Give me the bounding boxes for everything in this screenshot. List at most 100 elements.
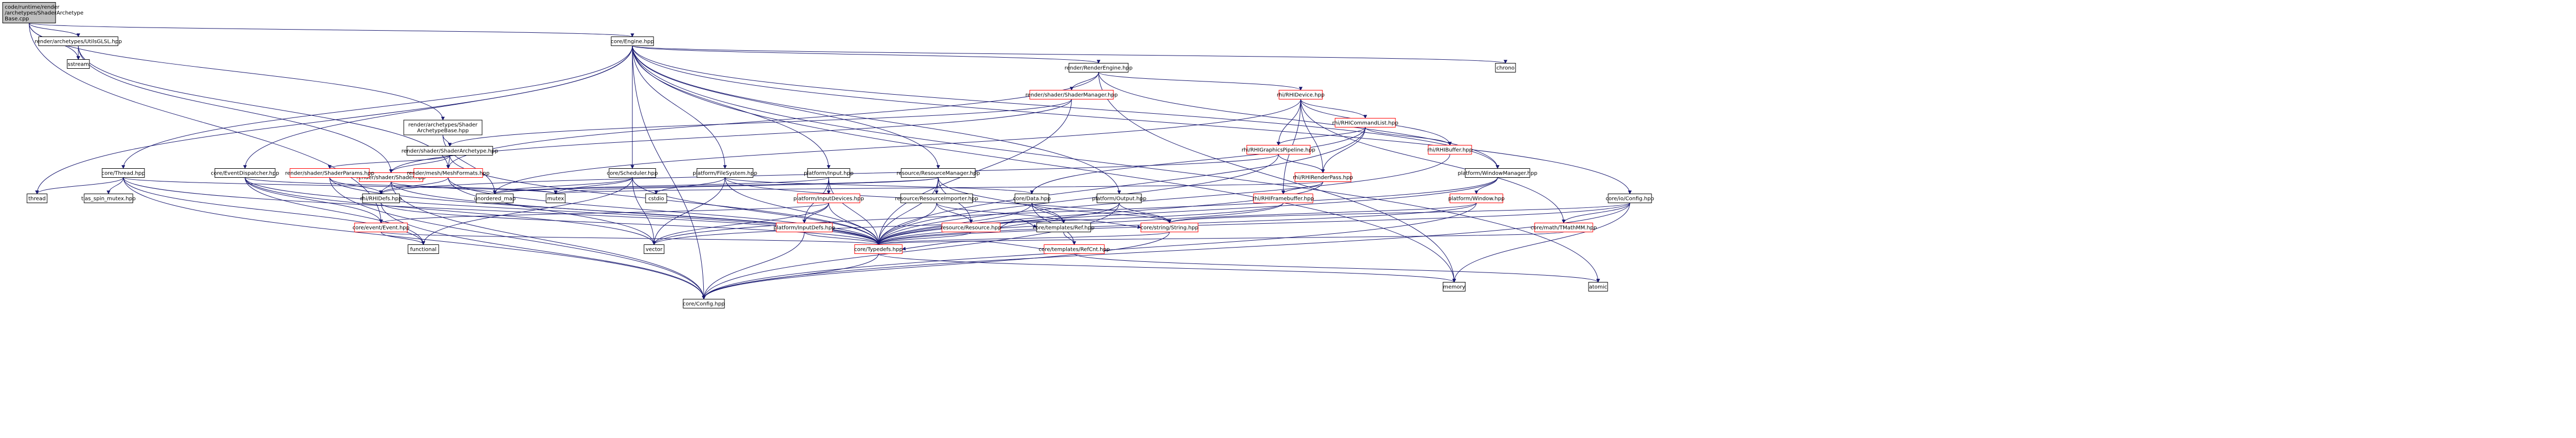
node-core-config-hpp[interactable]: core/Config.hpp <box>683 299 725 308</box>
node-shader-archetype-base-cpp[interactable]: code/runtime/render/archetypes/ShaderArc… <box>2 2 84 23</box>
edge-resmgr-to-unordered_map <box>493 177 939 195</box>
edge-shaderparams-to-rhidefs <box>329 177 383 195</box>
node-unordered-map-label: unordered_map <box>474 196 516 202</box>
node-output-hpp[interactable]: platform/Output.hpp <box>1092 194 1147 203</box>
node-chrono-box <box>1495 63 1516 72</box>
node-event-dispatcher-hpp[interactable]: core/EventDispatcher.hpp <box>211 168 279 178</box>
node-input-devices-hpp[interactable]: platform/InputDevices.hpp <box>793 194 864 203</box>
node-event-hpp[interactable]: core/event/Event.hpp <box>352 223 410 232</box>
node-config-hpp[interactable]: core/io/Config.hpp <box>1606 194 1654 203</box>
node-rhi-command-list-hpp[interactable]: rhi/RHICommandList.hpp <box>1332 118 1399 127</box>
node-memory[interactable]: memory <box>1443 282 1466 291</box>
edge-engine-to-memory <box>632 45 1456 283</box>
node-shader-archetype-base-hpp-label: ArchetypeBase.hpp <box>417 128 469 134</box>
node-scheduler-hpp[interactable]: core/Scheduler.hpp <box>607 168 658 178</box>
edge-scheduler-to-unordered_map <box>493 177 633 195</box>
node-utils-glsl-hpp[interactable]: render/archetypes/UtilsGLSL.hpp <box>35 36 122 46</box>
node-vector[interactable]: vector <box>643 244 665 254</box>
node-render-engine-hpp[interactable]: render/RenderEngine.hpp <box>1065 63 1132 72</box>
node-mesh-formats-hpp[interactable]: render/mesh/MeshFormats.hpp <box>407 168 489 178</box>
edge-resource-to-string <box>1000 219 1141 229</box>
node-memory-box <box>1443 282 1466 291</box>
node-resource-manager-hpp[interactable]: resource/ResourceManager.hpp <box>896 168 980 178</box>
node-rhi-render-pass-hpp[interactable]: rhi/RHIRenderPass.hpp <box>1293 172 1353 182</box>
node-rhi-graphics-pipeline-hpp[interactable]: rhi/RHIGraphicsPipeline.hpp <box>1241 145 1316 154</box>
node-data-hpp[interactable]: core/Data.hpp <box>1013 194 1051 203</box>
node-resource-manager-hpp-box <box>901 168 976 178</box>
node-thread-hpp-box <box>102 168 145 178</box>
node-file-system-hpp-box <box>696 168 754 178</box>
node-shader-hpp-label: render/shader/Shader.hpp <box>357 175 426 181</box>
edge-filesystem-to-data <box>724 177 1034 195</box>
edge-event-to-typedefs <box>380 232 880 245</box>
edge-engine-to-coreconfig <box>632 45 706 300</box>
edge-thread_hpp-to-coreconfig <box>123 177 706 300</box>
node-rhi-buffer-hpp[interactable]: rhi/RHIBuffer.hpp <box>1427 145 1473 154</box>
node-shader-archetype-base-hpp[interactable]: render/archetypes/ShaderArchetypeBase.hp… <box>403 120 483 135</box>
node-render-engine-hpp-box <box>1068 63 1129 72</box>
node-atomic[interactable]: atomic <box>1588 282 1608 291</box>
node-string-hpp[interactable]: core/string/String.hpp <box>1140 223 1199 232</box>
node-rhi-defs-hpp-box <box>362 194 400 203</box>
node-scheduler-hpp-label: core/Scheduler.hpp <box>607 171 658 177</box>
node-resource-hpp[interactable]: resource/Resource.hpp <box>941 223 1002 232</box>
node-shader-archetype-base-cpp-box <box>2 2 56 23</box>
node-ref-cnt-hpp-label: core/templates/RefCnt.hpp <box>1039 247 1110 253</box>
edge-thread_hpp-to-thread <box>35 177 124 195</box>
node-rhi-device-hpp[interactable]: rhi/RHIDevice.hpp <box>1277 90 1325 99</box>
edge-resimporter-to-resource <box>936 203 973 224</box>
node-event-hpp-label: core/event/Event.hpp <box>352 225 410 231</box>
edge-rhicmdlist-to-typedefs <box>876 127 1366 245</box>
node-input-defs-hpp[interactable]: platform/InputDefs.hpp <box>774 223 836 232</box>
node-functional[interactable]: functional <box>407 244 439 254</box>
node-resource-importer-hpp-box <box>900 194 973 203</box>
node-thread[interactable]: thread <box>26 194 48 203</box>
edge-shaderarchetype-to-shader <box>389 155 450 174</box>
node-input-devices-hpp-label: platform/InputDevices.hpp <box>793 196 864 202</box>
node-functional-label: functional <box>410 247 437 253</box>
node-resource-importer-hpp[interactable]: resource/ResourceImporter.hpp <box>895 194 978 203</box>
node-unordered-map-box <box>476 194 514 203</box>
edge-shader-to-coreconfig <box>391 181 706 300</box>
node-thread-hpp[interactable]: core/Thread.hpp <box>102 168 145 178</box>
node-cstdio[interactable]: cstdio <box>645 194 667 203</box>
node-rhi-defs-hpp[interactable]: rhi/RHIDefs.hpp <box>360 194 402 203</box>
node-render-engine-hpp-label: render/RenderEngine.hpp <box>1065 66 1132 71</box>
node-tmath-mm-hpp[interactable]: core/math/TMathMM.hpp <box>1530 223 1597 232</box>
node-data-hpp-box <box>1014 194 1049 203</box>
edge-shaderarchetype-to-shaderparams <box>328 155 450 169</box>
edge-winmgr-to-typedefs <box>876 177 1498 245</box>
node-typedefs-hpp-box <box>854 244 903 254</box>
edge-shadermanager-to-shaderarchetype <box>448 99 1072 147</box>
node-shader-params-hpp[interactable]: render/shader/ShaderParams.hpp <box>285 168 375 178</box>
edge-root-to-engine <box>29 23 634 38</box>
edge-engine-to-atomic <box>632 45 1600 283</box>
node-window-manager-hpp[interactable]: platform/WindowManager.hpp <box>1458 168 1537 178</box>
node-ref-cnt-hpp[interactable]: core/templates/RefCnt.hpp <box>1039 244 1110 254</box>
node-engine-hpp[interactable]: core/Engine.hpp <box>611 36 654 46</box>
node-file-system-hpp[interactable]: platform/FileSystem.hpp <box>693 168 757 178</box>
node-shader-archetype-base-cpp-label: code/runtime/render <box>5 5 60 11</box>
edge-root-to-utilsglsl <box>29 23 80 38</box>
node-shader-archetype-base-hpp-box <box>403 120 483 135</box>
node-mutex[interactable]: mutex <box>546 194 566 203</box>
node-memory-label: memory <box>1443 285 1465 290</box>
node-window-hpp[interactable]: platform/Window.hpp <box>1448 194 1505 203</box>
node-input-hpp[interactable]: platform/Input.hpp <box>804 168 854 178</box>
edge-engine-to-renderengine <box>632 45 1101 64</box>
node-mesh-formats-hpp-label: render/mesh/MeshFormats.hpp <box>407 171 489 177</box>
node-utils-glsl-hpp-box <box>38 36 119 46</box>
node-tias-spin-mutex-hpp[interactable]: tias_spin_mutex.hpp <box>81 194 136 203</box>
edge-engine-to-chrono <box>632 45 1507 64</box>
node-typedefs-hpp[interactable]: core/Typedefs.hpp <box>854 244 903 254</box>
node-ref-hpp[interactable]: core/templates/Ref.hpp <box>1033 223 1094 232</box>
node-shader-archetype-hpp[interactable]: render/shader/ShaderArchetype.hpp <box>402 146 498 156</box>
node-unordered-map[interactable]: unordered_map <box>474 194 516 203</box>
node-shader-manager-hpp[interactable]: render/shader/ShaderManager.hpp <box>1026 90 1118 99</box>
edge-inputdevices-to-event <box>379 203 829 224</box>
node-mutex-label: mutex <box>547 196 564 202</box>
node-sstream[interactable]: sstream <box>67 59 90 69</box>
node-rhi-framebuffer-hpp[interactable]: rhi/RHIFramebuffer.hpp <box>1253 194 1314 203</box>
node-thread-hpp-label: core/Thread.hpp <box>102 171 145 177</box>
node-chrono[interactable]: chrono <box>1495 63 1516 72</box>
